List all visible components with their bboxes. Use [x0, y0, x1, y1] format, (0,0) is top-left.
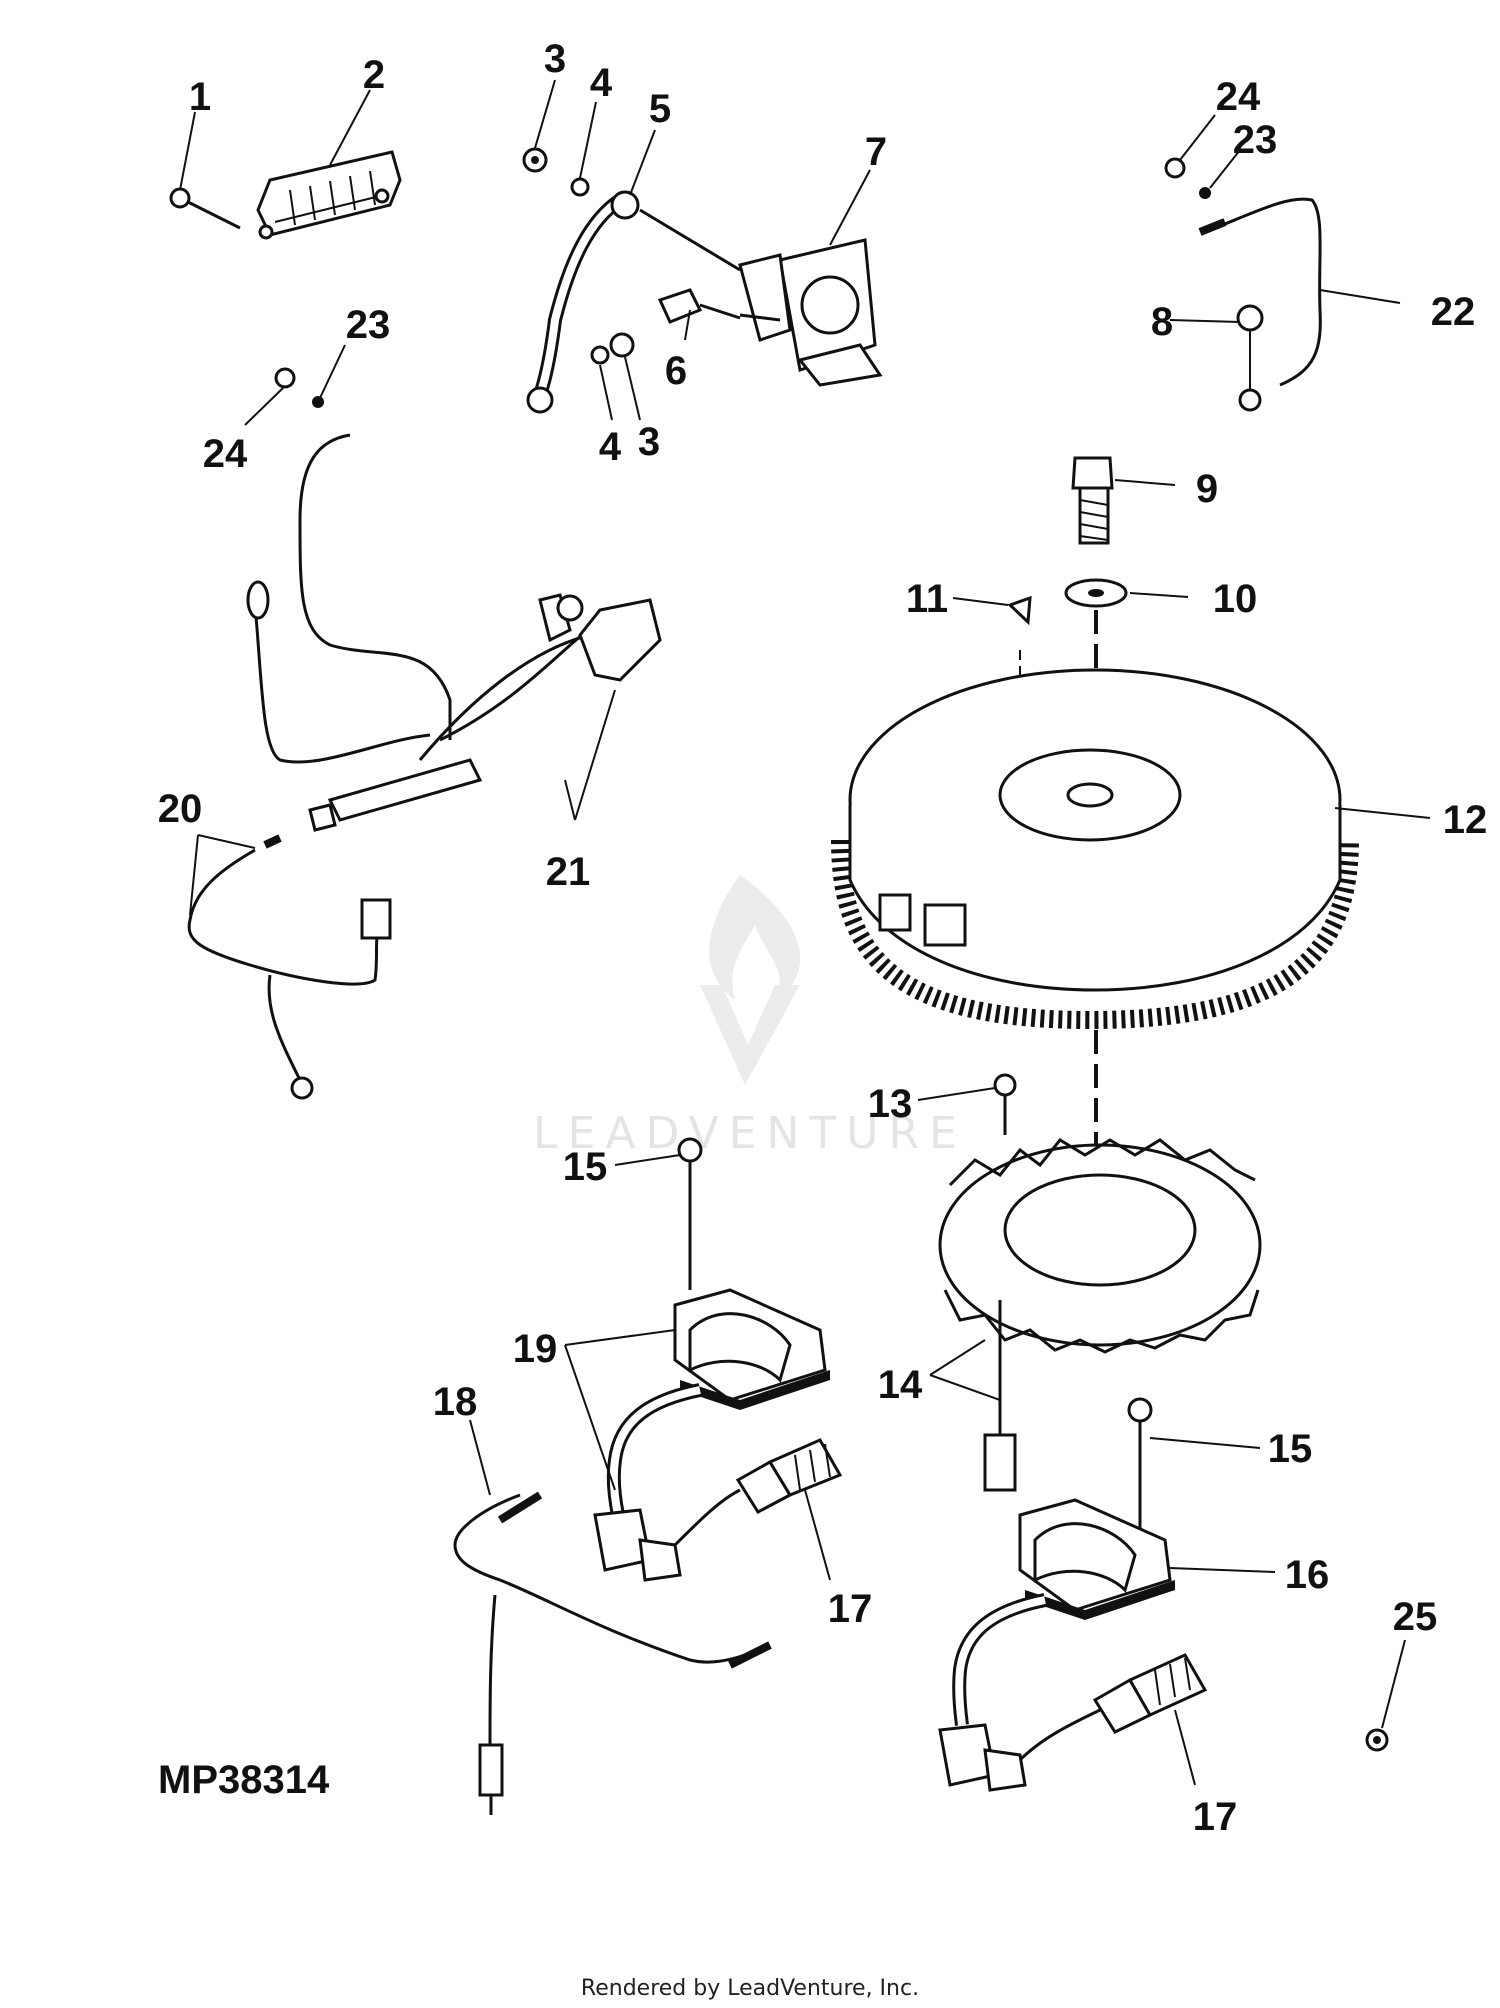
part-8-nut [1236, 304, 1264, 390]
callout-3-lower: 3 [638, 420, 660, 464]
callout-15-right: 15 [1268, 1427, 1313, 1471]
callout-2: 2 [363, 53, 385, 97]
leader-lines [179, 79, 1431, 1786]
part-21-wiring-harness [246, 433, 662, 832]
part-15-screw-left [677, 1137, 703, 1290]
watermark-v-icon [700, 985, 800, 1085]
callout-9: 9 [1196, 467, 1218, 511]
part-5-cable [526, 190, 640, 414]
part-17-spark-plug-left [673, 1438, 843, 1547]
part-2-regulator [256, 150, 402, 240]
watermark: LEADVENTURE [533, 875, 967, 1159]
callout-10: 10 [1213, 577, 1258, 621]
callout-20: 20 [158, 787, 203, 831]
part-13-screw [993, 1073, 1017, 1135]
callout-6: 6 [665, 349, 687, 393]
part-7-starter-solenoid [639, 208, 883, 387]
callout-24-upper: 24 [1216, 75, 1261, 119]
callout-17-left: 17 [828, 1587, 873, 1631]
callout-14: 14 [878, 1363, 923, 1407]
part-16-ignition-module [938, 1498, 1175, 1792]
part-12-flywheel [831, 668, 1359, 1030]
part-4-washer-lower [590, 345, 610, 365]
callout-5: 5 [649, 87, 671, 131]
part-17-spark-plug-right [1018, 1653, 1208, 1762]
figure-code: MP38314 [158, 1758, 330, 1802]
part-14-stator [938, 1138, 1262, 1492]
part-23-washer-lower [312, 396, 324, 408]
watermark-flame-icon [709, 875, 801, 1000]
part-19-ignition-module [593, 1288, 830, 1582]
footer-credit: Rendered by LeadVenture, Inc. [581, 1976, 919, 2001]
callout-19: 19 [513, 1327, 558, 1371]
callout-1: 1 [189, 75, 211, 119]
callout-25: 25 [1393, 1595, 1438, 1639]
watermark-text: LEADVENTURE [533, 1108, 967, 1159]
part-22-wire-lead [1198, 197, 1322, 412]
callouts: 1 2 3 4 5 7 6 4 3 24 23 8 22 23 24 9 10 … [158, 37, 1488, 1839]
callout-4-lower: 4 [599, 425, 622, 469]
part-6-screw [657, 288, 741, 324]
part-3-nut-upper [522, 147, 548, 173]
callout-4-upper: 4 [590, 61, 613, 105]
part-9-bolt [1071, 456, 1114, 545]
callout-8: 8 [1151, 300, 1173, 344]
part-20-wire-lead [187, 834, 392, 1100]
callout-18: 18 [433, 1380, 478, 1424]
callout-11: 11 [906, 577, 948, 621]
part-25-nut [1365, 1728, 1389, 1752]
callout-3-upper: 3 [544, 37, 566, 81]
callout-23-upper: 23 [1233, 118, 1278, 162]
callout-7: 7 [865, 130, 887, 174]
part-24-nut-lower [274, 367, 296, 389]
callout-12: 12 [1443, 798, 1488, 842]
part-1-bolt [169, 187, 241, 230]
part-4-washer-upper [570, 177, 590, 197]
part-24-nut-upper [1164, 157, 1186, 179]
callout-24-lower: 24 [203, 432, 248, 476]
callout-22: 22 [1431, 290, 1476, 334]
callout-21: 21 [546, 850, 591, 894]
part-15-screw-right [1127, 1397, 1153, 1540]
part-10-washer [1064, 578, 1128, 608]
callout-16: 16 [1285, 1553, 1330, 1597]
callout-23-lower: 23 [346, 303, 391, 347]
part-18-wire-lead [453, 1491, 772, 1815]
callout-13: 13 [868, 1082, 913, 1126]
part-11-key [1007, 595, 1032, 626]
part-23-washer-upper [1199, 187, 1211, 199]
callout-15-left: 15 [563, 1145, 608, 1189]
part-3-nut-lower [609, 332, 635, 358]
callout-17-right: 17 [1193, 1795, 1238, 1839]
